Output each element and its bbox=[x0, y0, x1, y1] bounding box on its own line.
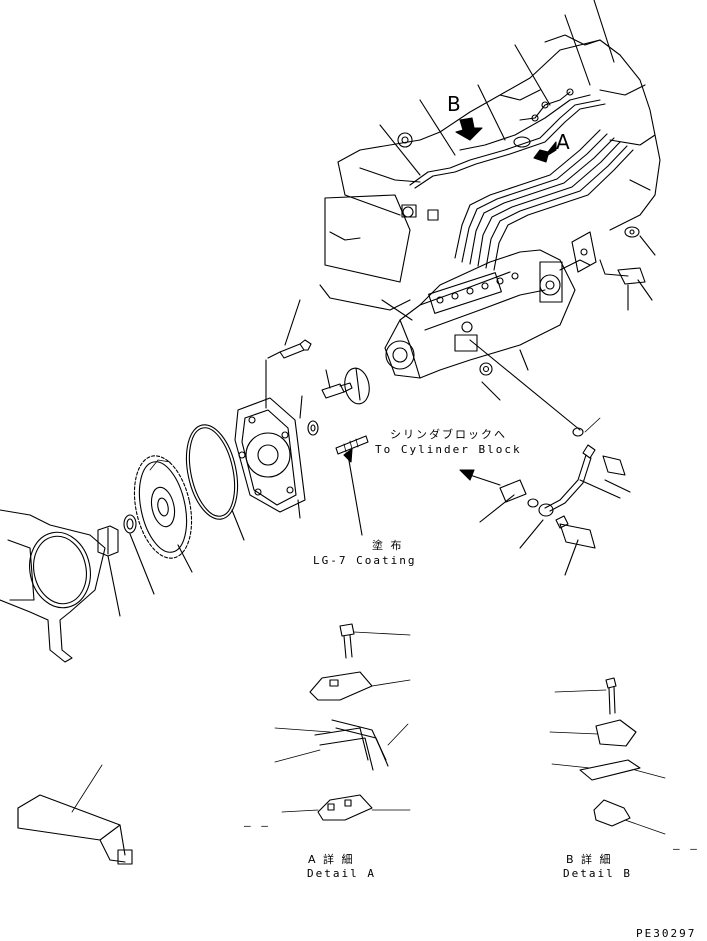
to-block-arrow bbox=[459, 469, 527, 523]
figure-code: PE30297 bbox=[636, 927, 697, 940]
pump-shaft-sleeve bbox=[17, 764, 133, 865]
coating-jp-label: 塗 布 bbox=[372, 539, 404, 552]
adapter-bolt bbox=[267, 339, 312, 359]
stud-with-coating bbox=[321, 382, 369, 455]
o-ring-small bbox=[344, 367, 370, 405]
dash-marker-left: – – bbox=[244, 819, 270, 832]
view-arrow-b bbox=[455, 117, 483, 141]
detail-a-en-label: Detail A bbox=[307, 867, 376, 880]
injection-pump bbox=[384, 249, 591, 379]
dash-marker-right: – – bbox=[673, 842, 699, 855]
detail-b-en-label: Detail B bbox=[563, 867, 632, 880]
detail-b bbox=[549, 677, 666, 835]
injection-lines bbox=[409, 88, 634, 271]
detail-a-jp-label: A 詳 細 bbox=[308, 853, 355, 866]
o-ring-large bbox=[185, 424, 239, 520]
engine-block bbox=[319, 34, 661, 311]
detail-a bbox=[274, 623, 411, 821]
washer-small bbox=[307, 420, 319, 436]
pump-bracket bbox=[571, 226, 656, 311]
coating-en-label: LG-7 Coating bbox=[313, 554, 417, 567]
pump-adapter-plate bbox=[234, 397, 306, 513]
drive-gear bbox=[133, 455, 193, 559]
gear-washer bbox=[123, 514, 137, 534]
coating-arrow bbox=[343, 448, 363, 536]
detail-b-jp-label: B 詳 細 bbox=[566, 853, 613, 866]
leader-lines bbox=[107, 0, 615, 617]
view-arrow-a bbox=[533, 141, 557, 163]
gear-nut bbox=[97, 525, 119, 557]
view-label-b: B bbox=[447, 92, 461, 116]
to-block-jp-label: シリンダブロックへ bbox=[390, 428, 507, 441]
oil-pipe bbox=[469, 339, 631, 576]
to-block-en-label: To Cylinder Block bbox=[375, 443, 522, 456]
view-label-a: A bbox=[556, 130, 570, 154]
front-gear-case bbox=[0, 509, 106, 663]
